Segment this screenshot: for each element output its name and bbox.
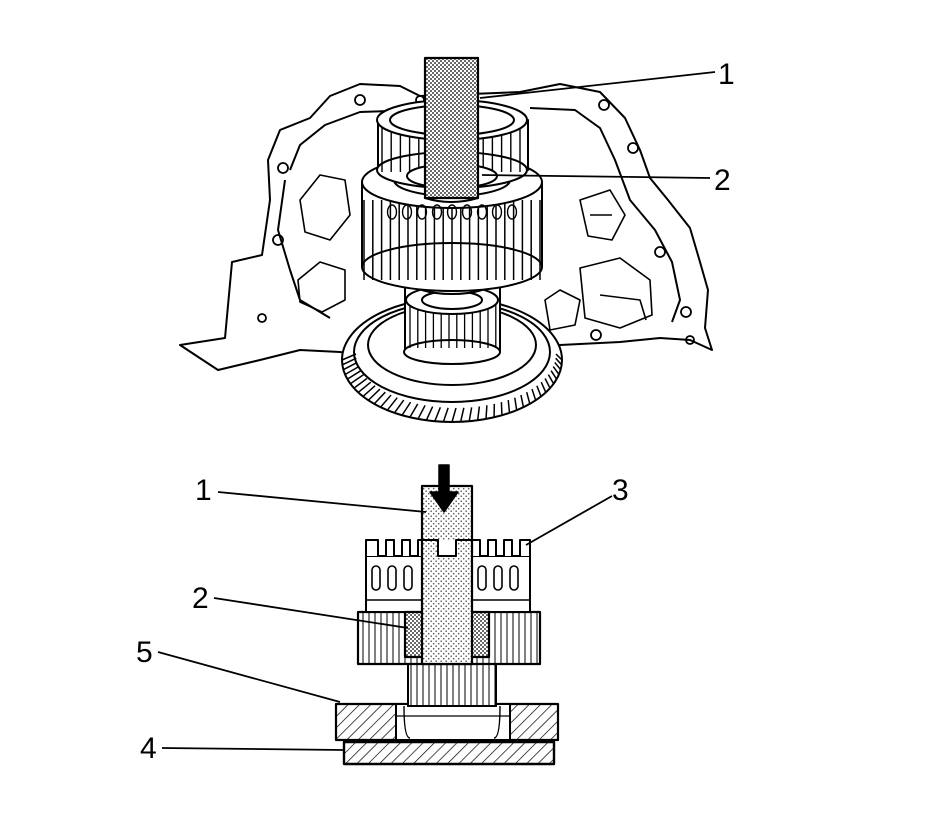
top-callout-1: 1 — [718, 58, 735, 91]
gear-tooth — [485, 405, 488, 420]
gear-slot — [477, 565, 487, 591]
hub-window — [461, 204, 473, 220]
gear-slot — [509, 565, 519, 591]
case-bolt-holes — [257, 94, 695, 345]
gear-tooth — [476, 406, 481, 421]
shaft-section — [407, 663, 497, 707]
gear-slot — [403, 565, 413, 591]
top-leader-lines — [479, 71, 716, 179]
bottom-callout-1: 1 — [195, 474, 212, 507]
gear-tooth — [343, 361, 358, 371]
gear-tooth — [550, 370, 558, 380]
gear-crown-right — [471, 539, 531, 557]
gear-tooth — [349, 374, 365, 385]
gear-tooth — [540, 381, 547, 393]
support-block — [334, 702, 560, 742]
gear-tooth — [362, 385, 376, 398]
gear-tooth — [367, 388, 381, 401]
gear-slot — [387, 565, 397, 591]
gear-tooth — [417, 405, 426, 420]
bottom-callout-3: 3 — [612, 474, 629, 507]
gear-tooth — [425, 406, 434, 421]
gear-tooth — [357, 381, 372, 393]
gear-tooth — [379, 394, 392, 408]
installer-tool-section — [420, 484, 474, 666]
gear-tooth — [500, 402, 503, 416]
gear-tooth — [547, 374, 555, 385]
gear-tooth — [442, 407, 449, 423]
gear-tooth — [434, 407, 442, 422]
case-ribs — [297, 174, 653, 331]
gear-tooth — [451, 407, 457, 423]
hub-window — [506, 204, 518, 220]
gear-tooth — [373, 391, 386, 405]
gear-tooth — [459, 407, 465, 422]
installer-tool-top — [423, 56, 480, 200]
hub-window — [386, 204, 398, 220]
bottom-view — [334, 464, 560, 766]
gear-tooth — [554, 361, 562, 371]
gear-tooth — [531, 388, 537, 401]
base-plate — [342, 740, 556, 766]
gear-tooth — [344, 365, 360, 376]
gear-tooth — [555, 357, 563, 366]
hub-window — [476, 204, 488, 220]
gear-tooth — [507, 399, 511, 413]
gear-slot — [493, 565, 503, 591]
bottom-callout-4: 4 — [140, 732, 157, 765]
gear-tooth — [393, 399, 405, 414]
gear-tooth — [514, 397, 518, 411]
gear-tooth — [525, 391, 531, 405]
gear-tooth — [536, 385, 542, 397]
hub-window — [431, 204, 443, 220]
hub-window — [491, 204, 503, 220]
top-callout-2: 2 — [714, 164, 731, 197]
gear-tooth — [520, 394, 525, 408]
gear-crown-left — [365, 539, 423, 557]
gear-tooth — [409, 403, 419, 418]
gear-tooth — [401, 401, 412, 416]
gear-tooth — [555, 353, 563, 361]
bottom-callout-2: 2 — [192, 582, 209, 615]
gear-tooth — [552, 366, 560, 375]
press-arrow — [429, 464, 459, 513]
gear-tooth — [544, 378, 551, 389]
hub-window — [401, 204, 413, 220]
gear-tooth — [468, 407, 473, 422]
gear-tooth — [386, 397, 398, 411]
gear-tooth — [346, 370, 362, 380]
bottom-callout-5: 5 — [136, 636, 153, 669]
top-view — [179, 56, 713, 423]
hub-window — [446, 204, 458, 220]
gear-slot — [371, 565, 381, 591]
hub-window — [416, 204, 428, 220]
gear-tooth — [342, 357, 357, 366]
gear-tooth — [353, 377, 368, 389]
bottom-leader-lines — [157, 491, 613, 751]
